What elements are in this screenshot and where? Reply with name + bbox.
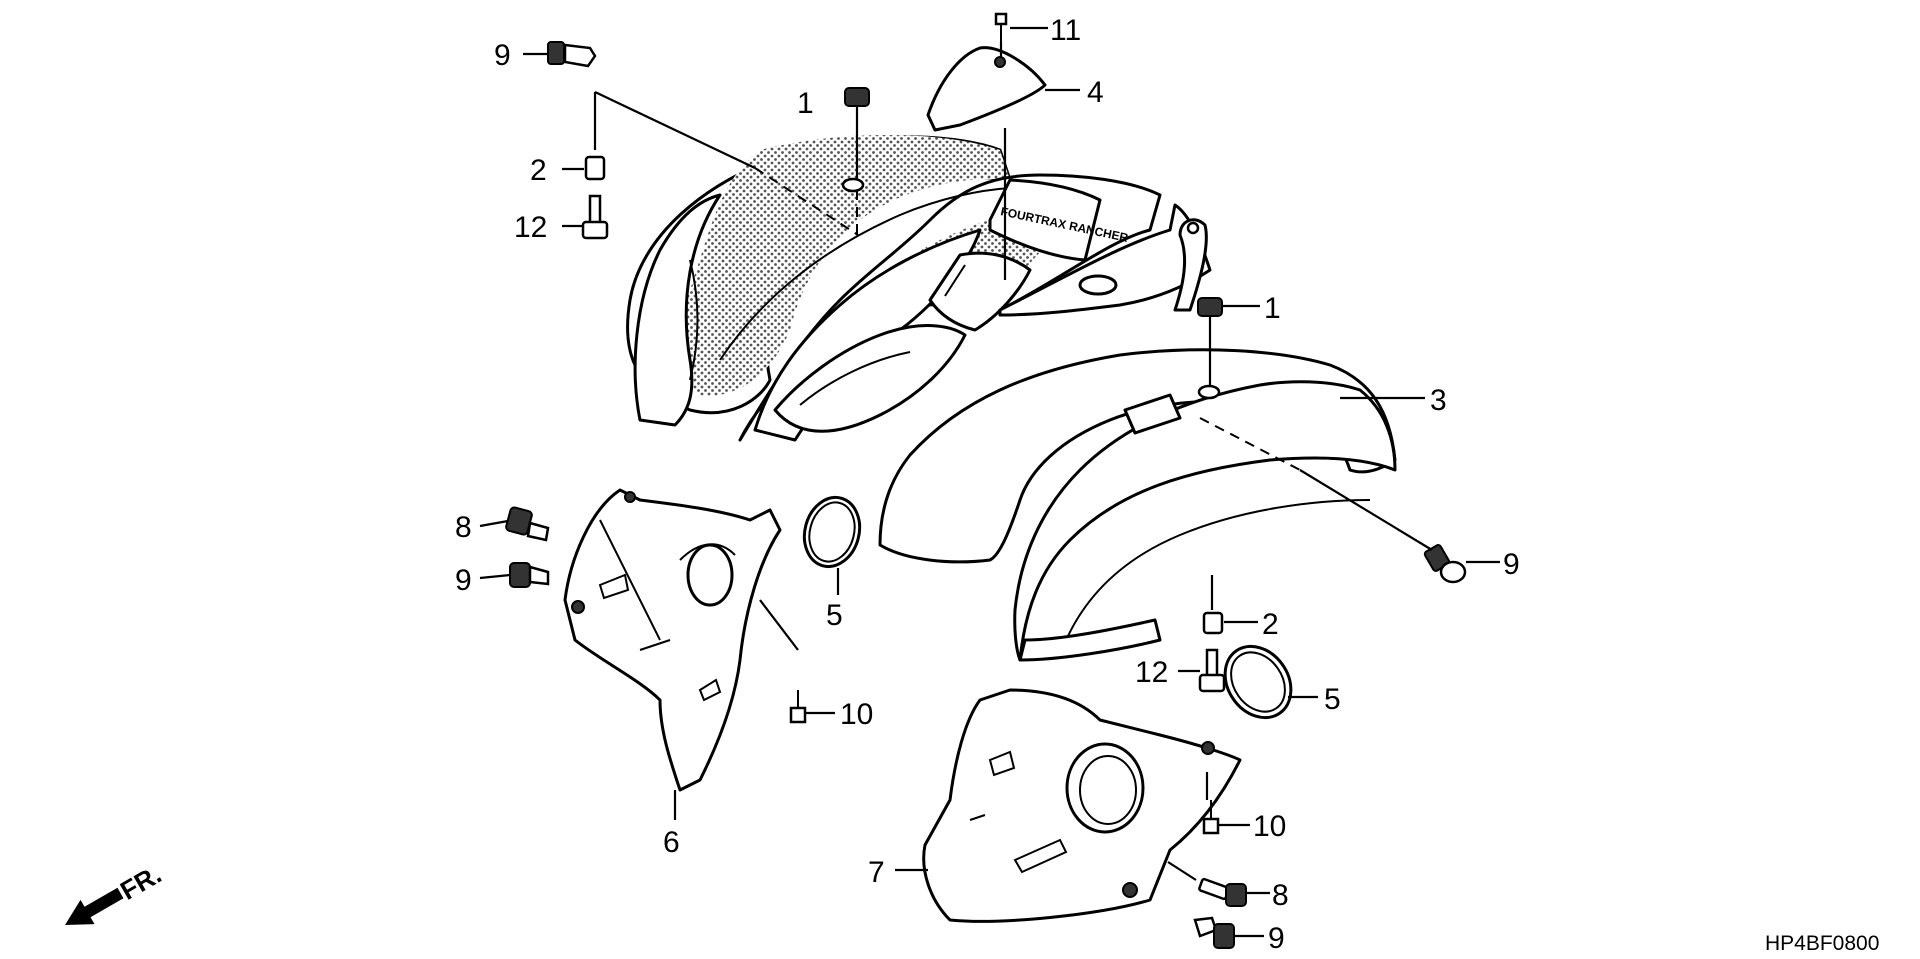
callout-11: 11 xyxy=(1050,14,1081,47)
drawing-code: HP4BF0800 xyxy=(1765,932,1879,955)
fender-rear-lip xyxy=(1018,618,1162,662)
logo-panel xyxy=(988,178,1102,262)
callout-9-top-left: 9 xyxy=(494,39,511,72)
access-lid xyxy=(926,46,1047,132)
bolt-12-right xyxy=(1198,648,1226,693)
inner-fender-left xyxy=(563,488,782,792)
callout-12-left: 12 xyxy=(514,211,547,244)
callout-2-left: 2 xyxy=(530,154,547,187)
grommet-ring-left xyxy=(802,495,862,569)
front-direction-arrow: FR. xyxy=(65,859,166,925)
callout-7: 7 xyxy=(868,856,885,889)
bolt-8-right xyxy=(1198,877,1247,907)
callout-4: 4 xyxy=(1087,76,1104,109)
fender-mount-bracket xyxy=(1173,218,1208,312)
clip-9-bottom-right xyxy=(1193,916,1235,949)
screw-11 xyxy=(994,12,1008,44)
fender-oval-hole xyxy=(1078,274,1118,296)
callout-9-left: 9 xyxy=(455,564,472,597)
fender-emblem-plate xyxy=(1123,393,1182,435)
fender-right-side-panel xyxy=(1013,380,1397,662)
callout-3: 3 xyxy=(1430,384,1447,417)
bolt-8-left xyxy=(505,506,550,542)
fender-center-opening xyxy=(773,324,967,433)
callout-1-right: 1 xyxy=(1264,292,1281,325)
bolt-12-left xyxy=(581,194,609,240)
callout-5-right: 5 xyxy=(1324,683,1341,716)
callout-10-left: 10 xyxy=(840,698,873,731)
fender-shade-left xyxy=(679,135,1010,396)
fender-cargo-rib xyxy=(719,187,1011,361)
inner-fender-right xyxy=(922,688,1242,923)
grommet-ring-right xyxy=(1223,644,1293,720)
callout-8-left: 8 xyxy=(455,511,472,544)
front-arrow-icon xyxy=(65,887,124,925)
clip-9-top-left xyxy=(547,41,597,68)
screw-10-left xyxy=(789,690,807,724)
callout-9-right: 9 xyxy=(1503,548,1520,581)
front-label: FR. xyxy=(115,859,166,906)
grommet-1-top xyxy=(841,87,870,193)
callout-10-right: 10 xyxy=(1253,810,1286,843)
callout-1-top: 1 xyxy=(797,87,814,120)
rear-fender: FOURTRAX RANCHER xyxy=(626,135,1397,662)
callout-9-bottom-right: 9 xyxy=(1268,922,1285,955)
callout-8-right: 8 xyxy=(1272,879,1289,912)
callout-5-left: 5 xyxy=(826,599,843,632)
callout-6: 6 xyxy=(663,826,680,859)
clip-9-left xyxy=(509,562,550,588)
fender-right-top xyxy=(998,203,1212,317)
callout-2-right: 2 xyxy=(1262,608,1279,641)
clip-9-right xyxy=(1423,544,1467,584)
callout-12-right: 12 xyxy=(1135,656,1168,689)
collar-2-left xyxy=(584,155,606,181)
collar-2-right xyxy=(1202,611,1224,635)
